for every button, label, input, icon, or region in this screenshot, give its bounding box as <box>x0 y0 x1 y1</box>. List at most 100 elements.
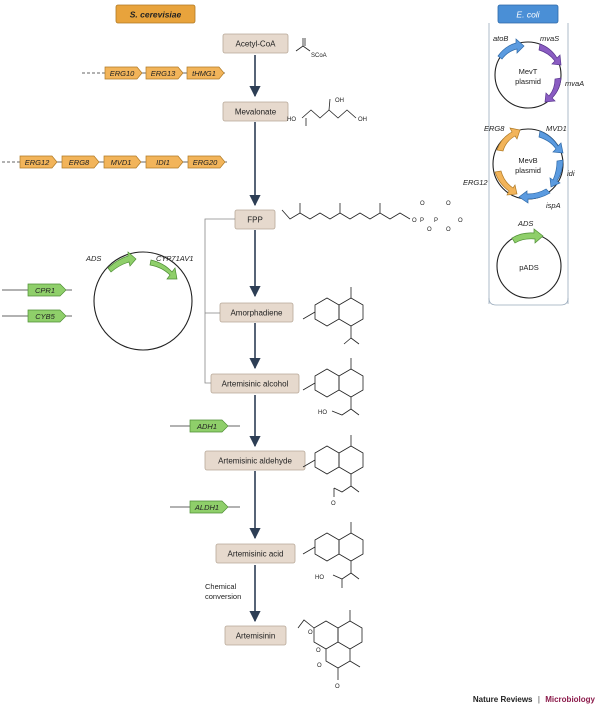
node-fpp: FPP <box>234 209 276 230</box>
svg-text:MVD1: MVD1 <box>546 124 567 133</box>
svg-text:IDI1: IDI1 <box>156 158 170 167</box>
gene-erg20: ERG20 <box>187 155 226 169</box>
svg-text:ispA: ispA <box>546 201 561 210</box>
svg-text:HO: HO <box>318 410 327 416</box>
chemical-conversion-line1: Chemical <box>205 582 237 591</box>
gene-adh1: ADH1 <box>170 419 240 433</box>
svg-text:O: O <box>458 218 463 224</box>
svg-text:pADS: pADS <box>519 263 539 272</box>
node-artemisinic-acid-label: Artemisinic acid <box>227 550 283 559</box>
node-fpp-label: FPP <box>247 216 263 225</box>
credit-separator: | <box>538 695 540 704</box>
gene-cpr1: CPR1 <box>2 283 72 297</box>
pathway-bracket <box>204 218 235 384</box>
structure-mevalonate: OH HO OH <box>287 98 367 126</box>
node-artemisinic-alcohol: Artemisinic alcohol <box>210 373 300 394</box>
svg-text:MevB: MevB <box>518 156 537 165</box>
svg-text:ERG8: ERG8 <box>69 158 90 167</box>
ecoli-header: E. coli <box>497 4 559 24</box>
svg-text:OH: OH <box>335 98 344 104</box>
gene-cyb5: CYB5 <box>2 309 72 323</box>
svg-text:SCoA: SCoA <box>311 53 327 59</box>
node-amorphadiene: Amorphadiene <box>219 302 294 323</box>
gene-erg13: ERG13 <box>145 66 184 80</box>
svg-text:OH: OH <box>358 117 367 123</box>
node-mevalonate-label: Mevalonate <box>235 108 277 117</box>
svg-text:O: O <box>317 663 322 669</box>
svg-text:O: O <box>316 648 321 654</box>
structure-amorphadiene <box>302 287 364 345</box>
svg-text:O: O <box>331 501 336 507</box>
gene-erg10: ERG10 <box>104 66 143 80</box>
svg-text:P: P <box>434 218 438 224</box>
svg-text:ERG20: ERG20 <box>193 158 218 167</box>
node-artemisinin: Artemisinin <box>224 625 287 646</box>
structure-artemisinic-aldehyde: O <box>302 435 364 507</box>
ads-label: ADS <box>85 254 101 263</box>
svg-text:O: O <box>446 227 451 233</box>
gene-mvd1: MVD1 <box>103 155 142 169</box>
svg-text:plasmid: plasmid <box>515 77 541 86</box>
svg-text:ERG10: ERG10 <box>110 69 135 78</box>
yeast-gene-row-2: ERG12 ERG8 MVD1 IDI1 ERG20 <box>2 155 227 169</box>
gene-aldh1: ALDH1 <box>170 500 240 514</box>
svg-text:MevT: MevT <box>519 67 538 76</box>
structure-artemisinic-acid: HO <box>302 522 364 588</box>
pads-plasmid: ADS pADS <box>496 219 562 299</box>
credit-section: Microbiology <box>545 695 595 704</box>
svg-text:idi: idi <box>567 169 575 178</box>
svg-text:plasmid: plasmid <box>515 166 541 175</box>
credit-journal: Nature Reviews <box>473 695 533 704</box>
svg-text:ERG12: ERG12 <box>25 158 50 167</box>
node-artemisinic-aldehyde: Artemisinic aldehyde <box>204 450 306 471</box>
svg-text:O: O <box>308 630 313 636</box>
svg-text:tHMG1: tHMG1 <box>192 69 216 78</box>
node-acetyl-coa-label: Acetyl-CoA <box>235 40 276 49</box>
svg-text:mvaS: mvaS <box>540 34 559 43</box>
svg-text:ERG13: ERG13 <box>151 69 176 78</box>
node-mevalonate: Mevalonate <box>222 101 289 122</box>
svg-text:ALDH1: ALDH1 <box>194 503 219 512</box>
svg-text:HO: HO <box>315 575 324 581</box>
svg-text:MVD1: MVD1 <box>111 158 132 167</box>
gene-erg12: ERG12 <box>19 155 58 169</box>
svg-text:Nature Reviews | M: Nature Reviews | Microbiology <box>473 695 596 704</box>
yeast-header: S. cerevisiae <box>115 4 196 24</box>
yeast-ads-plasmid: ADS CYP71AV1 <box>85 251 194 351</box>
yeast-gene-row-1: ERG10 ERG13 tHMG1 <box>82 66 225 80</box>
structure-artemisinic-alcohol: HO <box>302 358 364 416</box>
svg-text:ERG12: ERG12 <box>463 178 488 187</box>
structure-acetyl-coa: SCoA <box>295 38 327 59</box>
node-artemisinic-alcohol-label: Artemisinic alcohol <box>222 380 289 389</box>
node-artemisinic-aldehyde-label: Artemisinic aldehyde <box>218 457 292 466</box>
svg-text:ERG8: ERG8 <box>484 124 505 133</box>
svg-text:CPR1: CPR1 <box>35 286 55 295</box>
node-acetyl-coa: Acetyl-CoA <box>222 33 289 54</box>
ecoli-header-label: E. coli <box>516 10 540 20</box>
svg-text:ADH1: ADH1 <box>196 422 217 431</box>
credit-line: Nature Reviews | Microbiology <box>473 695 596 704</box>
cyp71av1-label: CYP71AV1 <box>156 254 194 263</box>
svg-text:O: O <box>446 201 451 207</box>
svg-text:ADS: ADS <box>517 219 533 228</box>
svg-text:HO: HO <box>287 117 296 123</box>
ecoli-panel: atoB mvaS mvaA MevT plasmid ERG8 MVD1 id… <box>463 23 584 306</box>
svg-text:CYB5: CYB5 <box>35 312 55 321</box>
chemical-conversion-line2: conversion <box>205 592 241 601</box>
svg-text:atoB: atoB <box>493 34 508 43</box>
svg-text:O: O <box>420 201 425 207</box>
node-artemisinin-label: Artemisinin <box>236 632 276 641</box>
svg-text:O: O <box>427 227 432 233</box>
structure-artemisinin: O O O O <box>297 610 363 690</box>
gene-erg8: ERG8 <box>61 155 100 169</box>
node-artemisinic-acid: Artemisinic acid <box>215 543 296 564</box>
gene-thmg1: tHMG1 <box>186 66 225 80</box>
yeast-header-label: S. cerevisiae <box>130 10 182 20</box>
mevb-plasmid: ERG8 MVD1 idi ispA ERG12 MevB plasmid <box>463 124 575 210</box>
svg-text:O: O <box>412 218 417 224</box>
svg-text:mvaA: mvaA <box>565 79 584 88</box>
gene-idi1: IDI1 <box>145 155 184 169</box>
svg-text:O: O <box>335 684 340 690</box>
node-amorphadiene-label: Amorphadiene <box>230 309 283 318</box>
